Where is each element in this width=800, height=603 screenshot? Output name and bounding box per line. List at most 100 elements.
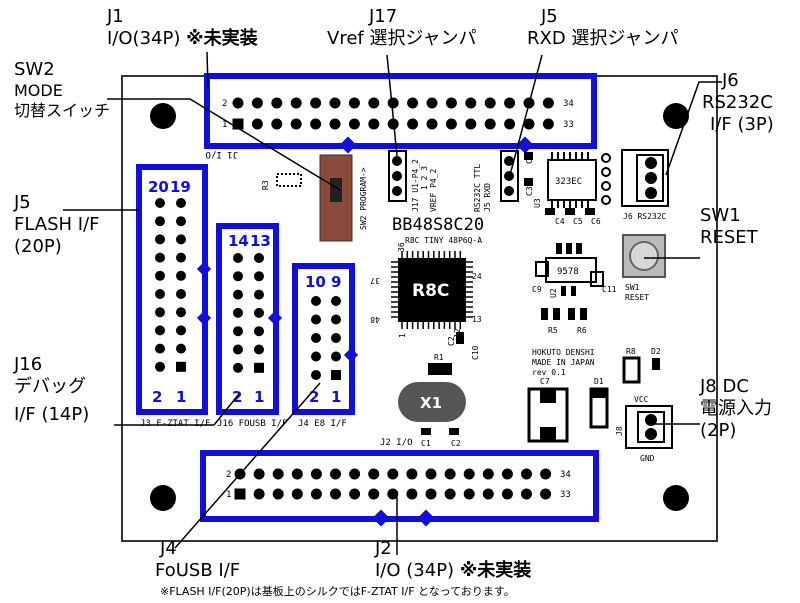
header-pin — [233, 362, 243, 373]
j5-flash-callout-line2: (20P) — [14, 236, 62, 257]
frame-marker — [516, 136, 534, 154]
jumper-pin — [504, 156, 514, 166]
c5-part — [565, 208, 575, 215]
header-pin — [368, 488, 380, 500]
j17-jumper — [388, 150, 407, 202]
u2-ic — [545, 257, 597, 283]
c11-silk: C11 — [602, 285, 617, 294]
c11-part — [590, 271, 604, 287]
chip-pin24: 24 — [472, 272, 482, 281]
header-pin — [329, 118, 341, 130]
mount-hole — [663, 103, 689, 129]
r3-silk: R3 — [261, 180, 270, 190]
j8-pin — [645, 428, 657, 440]
frame-marker — [372, 509, 390, 527]
header-pin — [482, 488, 494, 500]
r6-part — [568, 308, 575, 320]
j6-pin — [645, 172, 657, 184]
header-pin — [444, 468, 456, 480]
frame-marker — [196, 261, 212, 277]
header-pin — [331, 314, 341, 325]
leader-lines — [63, 51, 722, 555]
j2-pin34-label: 34 — [560, 470, 571, 480]
x1-crystal — [398, 382, 466, 422]
ic-323ec-leads — [551, 152, 589, 208]
sw2-callout-line2: 切替スイッチ — [14, 101, 111, 120]
r8-part — [622, 356, 641, 384]
header-pin — [155, 198, 165, 208]
jumper-pin — [392, 171, 402, 181]
header-pin — [232, 97, 244, 109]
header-pin — [329, 97, 341, 109]
j2-pins — [234, 468, 552, 500]
u2-tab — [556, 243, 562, 254]
j1-callout-desc: I/O(34P) ※未実装 — [107, 28, 258, 50]
frame-marker — [196, 310, 212, 326]
u2-label: 9578 — [557, 267, 579, 277]
header-pin — [387, 97, 399, 109]
c9-part — [535, 261, 549, 277]
header-pin — [311, 296, 321, 306]
j1-frame — [204, 73, 597, 149]
mount-hole — [150, 103, 176, 129]
sw1-callout-line1: RESET — [700, 227, 758, 248]
fousb-pins — [233, 253, 264, 373]
j8-silk: J8 — [615, 426, 624, 436]
header-pin — [176, 270, 186, 281]
sw1-silk: SW1 — [625, 283, 640, 292]
fousb-pin1: 1 — [254, 388, 264, 406]
j1-callout-name: J1 — [107, 6, 124, 27]
e8-pin1: 1 — [331, 388, 341, 406]
header-pin — [176, 325, 186, 336]
j8-vcc: VCC — [634, 395, 649, 404]
header-pin — [387, 488, 399, 500]
header-pin — [331, 296, 341, 306]
r6-silk: R6 — [577, 326, 587, 335]
j5-rxd-callout-desc: RXD 選択ジャンパ — [527, 28, 679, 49]
j8-callout-line1: 電源入力 — [700, 398, 772, 419]
u2-tab — [566, 243, 572, 254]
header-pin — [331, 333, 341, 343]
header-pin — [331, 370, 341, 380]
header-pin — [233, 253, 243, 263]
jumper-pin — [504, 186, 514, 196]
header-pin — [311, 333, 321, 343]
header-pin — [254, 253, 264, 263]
maker-line1: HOKUTO DENSHI — [532, 348, 595, 357]
header-pin — [445, 97, 457, 109]
header-pin — [521, 488, 532, 500]
chip-pin48: 48 — [370, 315, 380, 324]
j2-pin2-label: 2 — [226, 470, 231, 480]
header-pin — [426, 97, 438, 109]
header-pin — [233, 289, 243, 300]
j1-silk: J1 I/O — [205, 149, 238, 159]
j8-callout: J8 DC 電源入力 (2P) — [700, 376, 772, 442]
sw2-callout-line1: MODE — [14, 81, 63, 100]
ic-323ec — [547, 159, 597, 201]
header-pin — [330, 468, 341, 480]
header-pin — [290, 118, 302, 130]
r3-part — [276, 173, 302, 187]
r8c-chip — [398, 258, 466, 322]
header-pin — [155, 307, 165, 318]
j16-callout-name: J16 — [14, 354, 43, 375]
d1-silk: D1 — [594, 377, 604, 386]
frame-marker — [417, 509, 435, 527]
sw1-silk2: RESET — [625, 293, 649, 302]
j5-rxd-jumper — [500, 150, 519, 202]
chip-pin1: 1 — [398, 333, 407, 338]
j2-callout: J2 I/O (34P) ※未実装 — [375, 538, 531, 582]
j16-callout-line2: I/F (14P) — [14, 404, 90, 425]
c2-part — [449, 428, 459, 435]
header-pin — [251, 97, 263, 109]
d2-silk: D2 — [651, 347, 661, 356]
j5-flash-callout-name: J5 — [14, 192, 31, 213]
header-pin — [176, 343, 186, 354]
j2-silk: J2 I/O — [380, 438, 413, 448]
j2-frame — [200, 450, 599, 522]
header-pin — [233, 326, 243, 337]
j2-pin33-label: 33 — [560, 490, 571, 500]
flash-pins — [155, 198, 186, 372]
r5-silk: R5 — [548, 326, 558, 335]
